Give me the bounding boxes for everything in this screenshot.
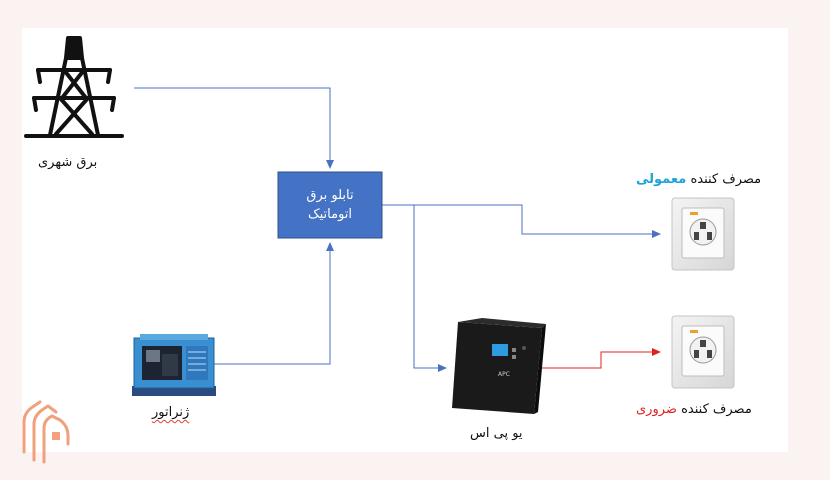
wall-socket-icon (671, 197, 735, 271)
wall-socket-icon (671, 315, 735, 389)
generator-icon (132, 334, 216, 396)
connectors (134, 87, 661, 372)
panel-label-line1: تابلو برق (306, 188, 354, 203)
generator-label: ژنراتور (152, 405, 190, 420)
connector-generator-to-panel (214, 242, 334, 365)
ups-brand-label: APC (498, 371, 510, 378)
critical-load-highlight: ضروری (636, 402, 677, 417)
normal-load-highlight: معمولی (636, 172, 687, 187)
panel-label: تابلو برق اتوماتیک (278, 172, 382, 238)
normal-load-label: مصرف کننده معمولی (636, 172, 761, 187)
critical-load-prefix: مصرف کننده (681, 402, 752, 417)
ups-label: یو پی اس (470, 426, 523, 441)
ups-device-icon: APC (452, 318, 546, 414)
connector-panel-to-normal-load (382, 204, 661, 238)
connector-ups-to-critical-load (542, 348, 661, 369)
panel-box (277, 171, 383, 239)
connector-panel-to-ups (382, 204, 447, 372)
normal-load-prefix: مصرف کننده (690, 172, 762, 187)
connector-grid-to-panel (134, 87, 334, 169)
critical-load-label: مصرف کننده ضروری (636, 402, 752, 417)
grid-label: برق شهری (38, 155, 98, 170)
power-tower-icon (24, 36, 124, 138)
brand-logo-icon (22, 400, 70, 464)
panel-label-line2: اتوماتیک (307, 207, 353, 222)
